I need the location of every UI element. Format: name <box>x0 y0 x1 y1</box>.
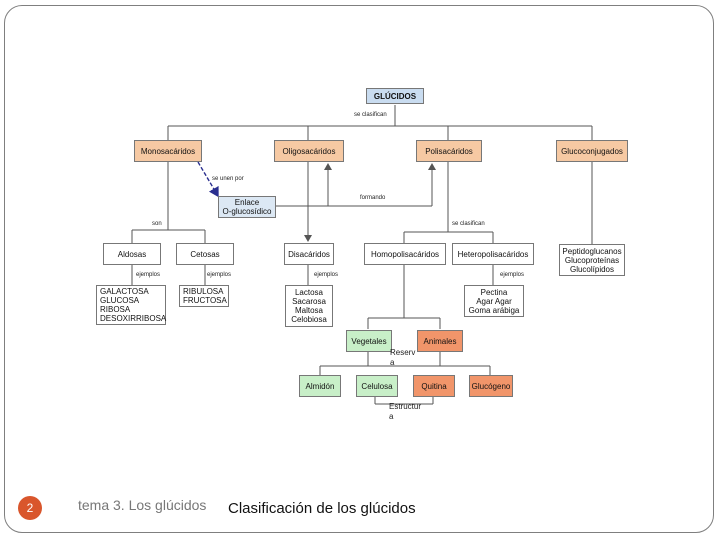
node-heteropolisacaridos: Heteropolisacáridos <box>452 243 534 265</box>
node-celulosa: Celulosa <box>356 375 398 397</box>
node-glucogeno: Glucógeno <box>469 375 513 397</box>
node-enlace-o-glucosidico: Enlace O-glucosídico <box>218 196 276 218</box>
node-glucoconjugados-list: Peptidoglucanos Glucoproteínas Glucolípi… <box>559 244 625 276</box>
label-ejemplos-cetosas: ejemplos <box>207 272 232 278</box>
footer-course-text: tema 3. Los glúcidos <box>78 497 207 513</box>
node-polisacaridos: Polisacáridos <box>416 140 482 162</box>
label-ejemplos-disacaridos: ejemplos <box>314 272 339 278</box>
node-disacaridos: Disacáridos <box>284 243 334 265</box>
node-almidon: Almidón <box>299 375 341 397</box>
label-se-unen-por: se unen por <box>212 176 244 182</box>
label-se-clasifican: se clasifican <box>354 112 387 118</box>
node-aldosas: Aldosas <box>103 243 161 265</box>
node-cetosas: Cetosas <box>176 243 234 265</box>
node-hetero-examples: Pectina Agar Agar Goma arábiga <box>464 285 524 317</box>
node-homopolisacaridos: Homopolisacáridos <box>364 243 446 265</box>
node-aldosas-examples: GALACTOSA GLUCOSA RIBOSA DESOXIRRIBOSA <box>96 285 166 325</box>
node-vegetales: Vegetales <box>346 330 392 352</box>
node-quitina: Quitina <box>413 375 455 397</box>
label-son: son <box>152 221 162 227</box>
node-monosacaridos: Monosacáridos <box>134 140 202 162</box>
root-node-glucidos: GLÚCIDOS <box>366 88 424 104</box>
node-glucoconjugados: Glucoconjugados <box>556 140 628 162</box>
label-formando: formando <box>360 195 386 201</box>
node-oligosacaridos: Oligosacáridos <box>274 140 344 162</box>
label-reserva: Reserv a <box>390 348 416 367</box>
node-disacaridos-examples: Lactosa Sacarosa Maltosa Celobiosa <box>285 285 333 327</box>
label-se-clasifican-poli: se clasifican <box>452 221 485 227</box>
node-cetosas-examples: RIBULOSA FRUCTOSA <box>179 285 229 307</box>
slide-title: Clasificación de los glúcidos <box>228 500 416 517</box>
label-estructura: Estructur a <box>389 402 422 421</box>
label-ejemplos-aldosas: ejemplos <box>136 272 161 278</box>
label-ejemplos-hetero: ejemplos <box>500 272 525 278</box>
slide-number-badge: 2 <box>18 496 42 520</box>
node-animales: Animales <box>417 330 463 352</box>
